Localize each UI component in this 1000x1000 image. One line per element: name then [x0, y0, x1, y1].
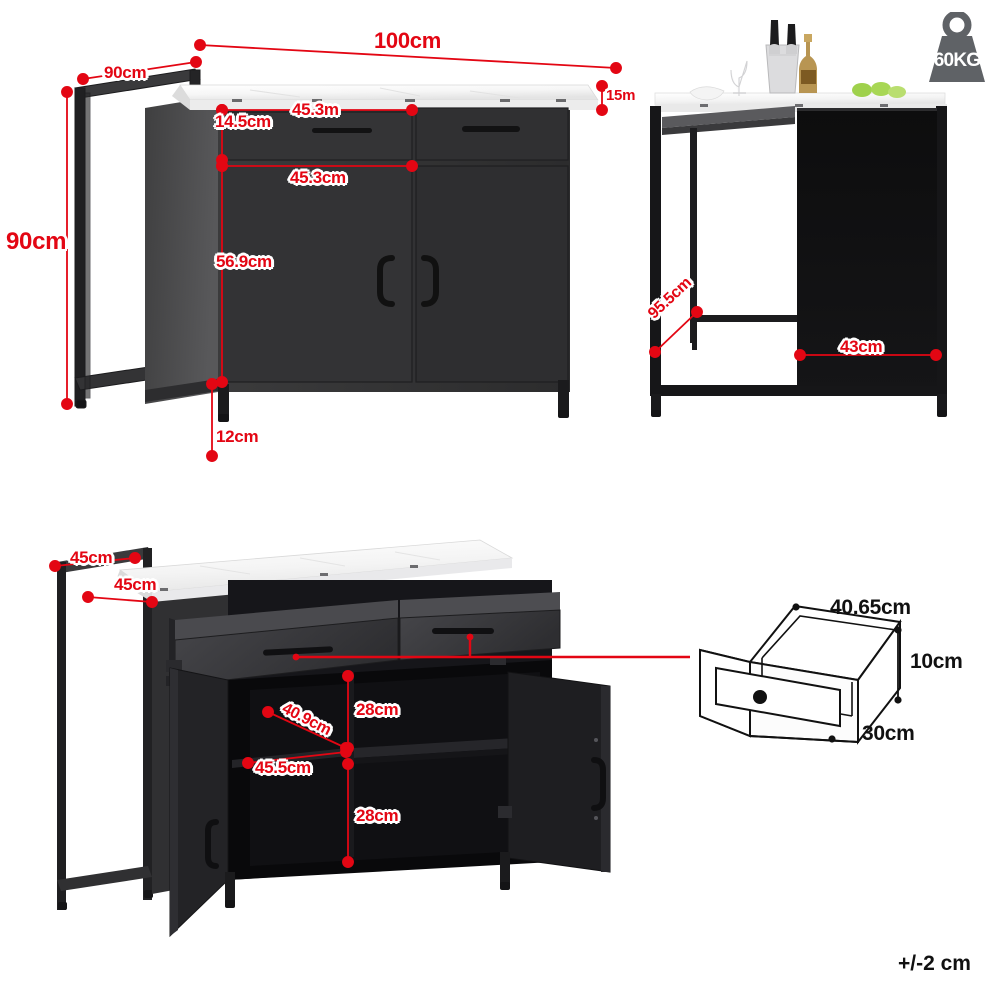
dim-label-door-height-56-9cm: 56.9cm: [216, 252, 272, 271]
tolerance-note: +/-2 cm: [898, 952, 971, 975]
dim-label-drawer-width-45-3m: 45.3m: [292, 100, 339, 119]
weight-icon: [929, 10, 985, 82]
dim-label-interior-diagonal-40-9cm: 40.9cm: [279, 700, 334, 739]
dim-label-lower-compartment-28cm: 28cm: [356, 806, 399, 825]
dim-label-height-90cm: 90cm: [6, 228, 67, 255]
weight-capacity-label: 60KG: [933, 50, 981, 71]
counter-props: [689, 20, 906, 101]
dim-label-leg-height-12cm: 12cm: [216, 427, 259, 446]
dim-label-interior-width-45-5cm: 45.5cm: [255, 758, 311, 777]
dim-label-base-depth-43cm: 43cm: [840, 337, 883, 356]
dim-label-diagonal-95-5cm: 95.5cm: [645, 274, 695, 323]
view-side-styled: [649, 20, 947, 417]
dim-label-drawer-depth-30cm: 30cm: [862, 722, 915, 745]
dim-label-top-depth-45cm: 45cm: [70, 548, 113, 567]
view-open: [49, 539, 690, 938]
view-front-three-quarter: [61, 39, 622, 462]
dim-label-top-thickness-15m: 15m: [606, 87, 636, 104]
dim-label-drawer-width-40-65cm: 40.65cm: [830, 596, 911, 619]
dim-label-upper-compartment-28cm: 28cm: [356, 700, 399, 719]
dim-label-drawer-height-14-5cm: 14.5cm: [215, 112, 271, 131]
dim-label-door-width-45-3cm: 45.3cm: [290, 168, 346, 187]
dim-label-depth-90cm: 90cm: [104, 63, 147, 82]
weight-capacity-badge: 60KG: [924, 10, 990, 84]
dim-label-front-depth-45cm: 45cm: [114, 575, 157, 594]
dim-label-drawer-height-10cm: 10cm: [910, 650, 963, 673]
dim-label-width-100cm: 100cm: [374, 28, 442, 53]
